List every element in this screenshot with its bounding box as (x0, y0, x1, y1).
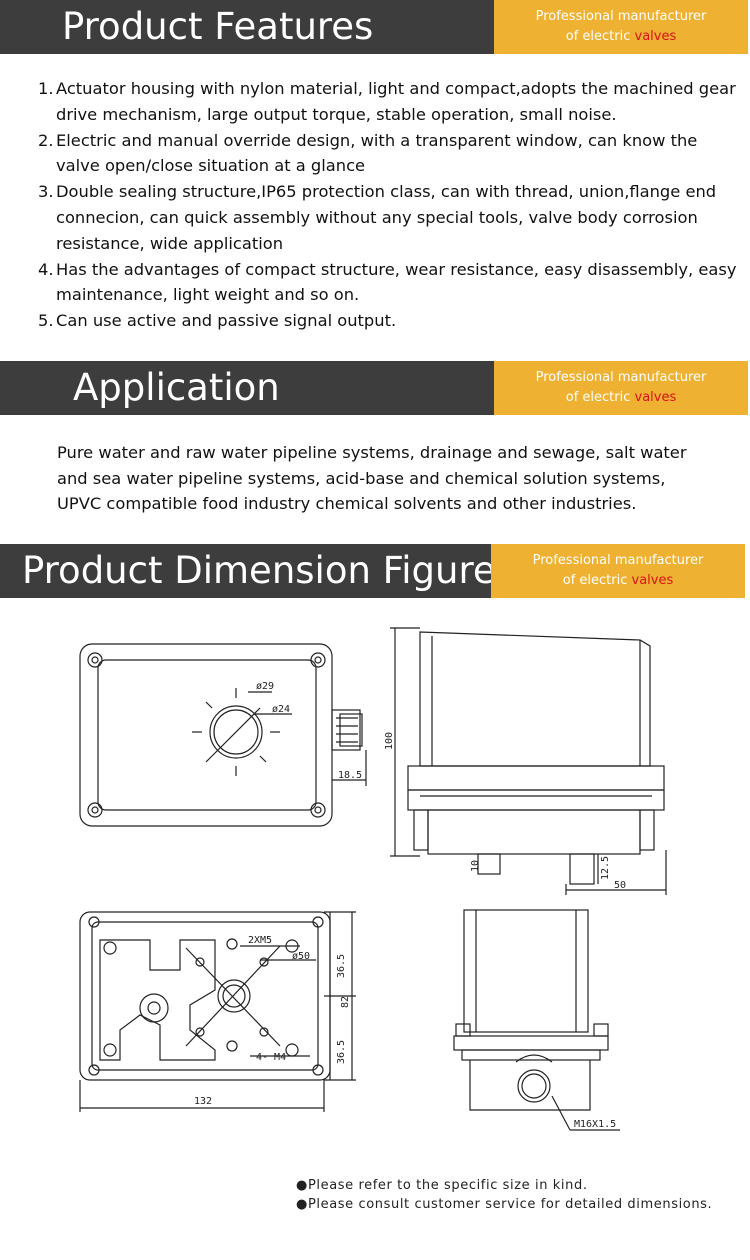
dim-d29: ø29 (256, 681, 274, 692)
bottom-view: 2XM5 ø50 4- M4 36.5 36.5 82 132 (79, 911, 356, 1112)
dim-12-5: 12.5 (600, 856, 611, 880)
banner-tagline: Professional manufacturer of electric va… (494, 361, 748, 415)
section-title: Application (73, 366, 280, 409)
list-item: 2.Electric and manual override design, w… (38, 130, 698, 176)
side-view: 100 10 12.5 50 (384, 627, 667, 895)
banner-dark-bar (0, 544, 491, 598)
banner-dark-bar (0, 0, 494, 54)
dim-d24: ø24 (272, 704, 290, 715)
list-item: 1.Actuator housing with nylon material, … (38, 79, 736, 124)
features-list: 1.Actuator housing with nylon material, … (38, 76, 743, 334)
dim-132: 132 (194, 1096, 212, 1107)
front-view: M16X1.5 (453, 909, 620, 1131)
section-title: Product Features (62, 5, 374, 48)
dim-50: 50 (614, 880, 626, 891)
dim-2xm5: 2XM5 (248, 935, 272, 946)
dim-10: 10 (470, 860, 481, 872)
list-item: 4.Has the advantages of compact structur… (38, 259, 737, 305)
banner-tagline: Professional manufacturer of electric va… (491, 544, 745, 598)
dim-36-5-bottom: 36.5 (336, 1040, 347, 1064)
dim-18-5: 18.5 (338, 770, 362, 781)
dim-82: 82 (340, 996, 351, 1008)
dim-m16x1-5: M16X1.5 (574, 1119, 616, 1130)
dim-36-5-top: 36.5 (336, 954, 347, 978)
application-text: Pure water and raw water pipeline system… (57, 443, 687, 513)
banner-dark-bar (0, 361, 494, 415)
section-banner-dimension: Product Dimension Figure Professional ma… (0, 544, 750, 598)
section-banner-features: Product Features Professional manufactur… (0, 0, 750, 54)
top-view: ø29 ø24 18.5 (79, 643, 367, 827)
dim-100: 100 (384, 732, 395, 750)
dimension-notes: ●Please refer to the specific size in ki… (296, 1178, 713, 1212)
list-item: 3.Double sealing structure,IP65 protecti… (38, 182, 717, 253)
dim-4-m4: 4- M4 (256, 1052, 286, 1063)
section-title: Product Dimension Figure (22, 549, 496, 592)
dimension-drawing: ø29 ø24 18.5 100 10 12.5 50 (79, 627, 667, 1131)
section-banner-application: Application Professional manufacturer of… (0, 361, 750, 415)
banner-tagline: Professional manufacturer of electric va… (494, 0, 748, 54)
list-item: 5.Can use active and passive signal outp… (38, 311, 397, 331)
dim-d50: ø50 (292, 951, 310, 962)
